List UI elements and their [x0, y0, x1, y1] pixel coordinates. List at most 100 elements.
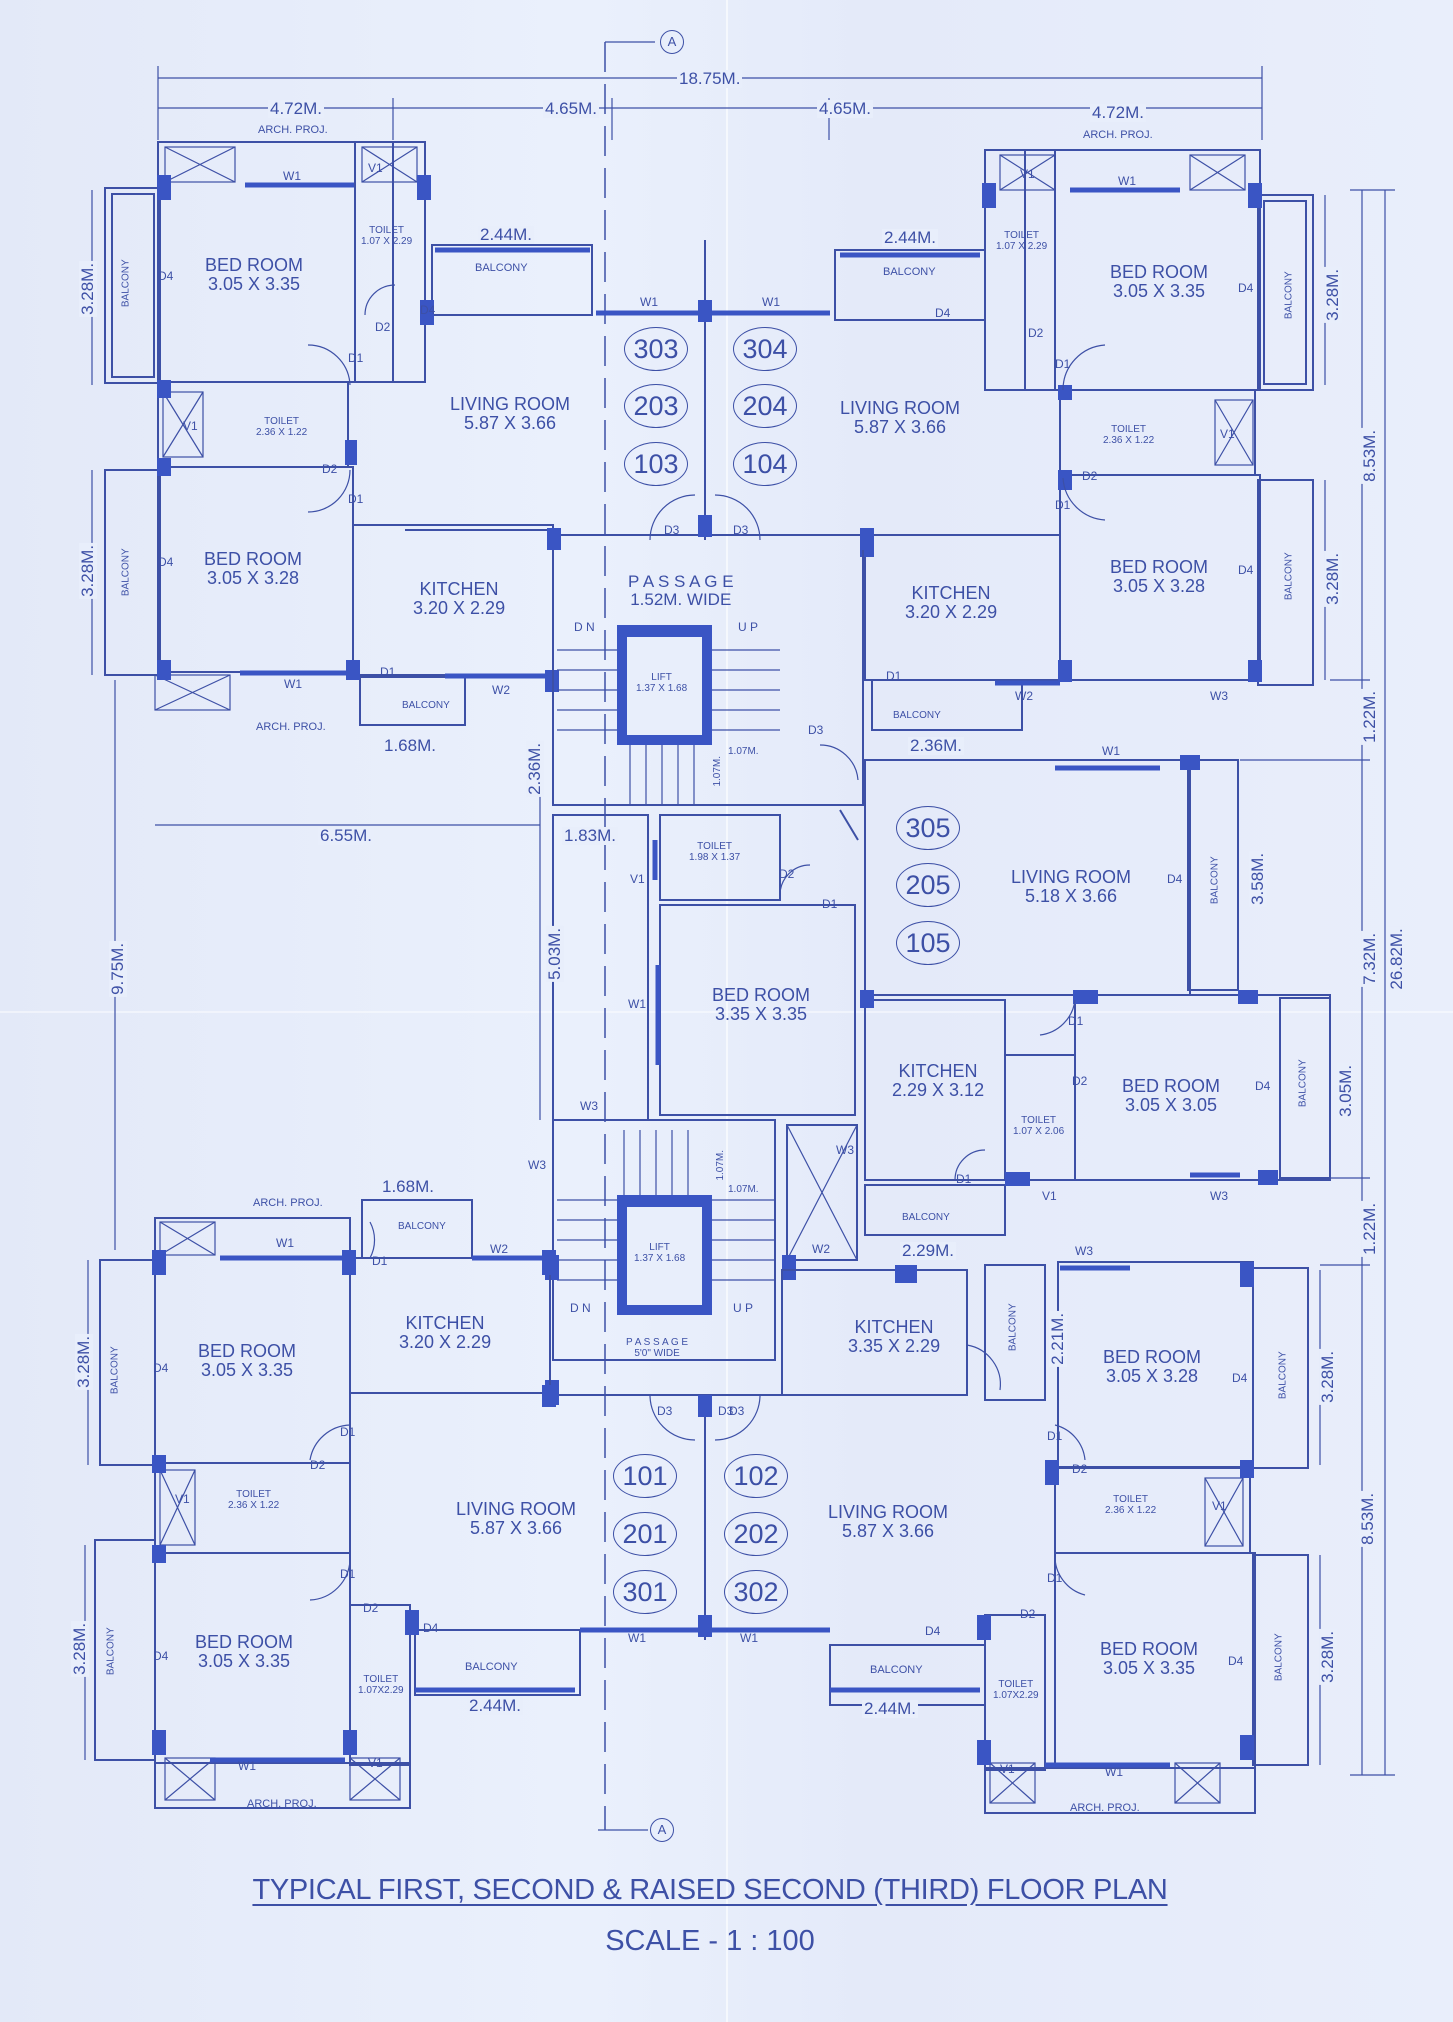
door-tag-d2: D2: [310, 1458, 326, 1472]
door-tag-d3: D3: [733, 523, 749, 537]
window-tag-v1: V1: [1020, 167, 1035, 181]
unit-number-201: 201: [613, 1512, 677, 1556]
dimension-left-balcony-2: 3.28M.: [78, 542, 98, 599]
door-tag-d1: D1: [1055, 498, 1071, 512]
room-mr-balcony-kitchen: BALCONY: [902, 1212, 950, 1223]
door-tag-d1: D1: [380, 665, 396, 679]
arch-proj-bl-upper: ARCH. PROJ.: [253, 1197, 323, 1209]
door-tag-d3: D3: [657, 1404, 673, 1418]
door-tag-d2: D2: [375, 320, 391, 334]
dimension-corridor: 1.83M.: [562, 826, 618, 845]
door-tag-d1: D1: [1047, 1429, 1063, 1443]
door-tag-d1: D1: [340, 1567, 356, 1581]
door-tag-d1: D1: [822, 897, 838, 911]
room-tr-balcony-top: BALCONY: [883, 266, 936, 278]
window-tag-w1: W1: [283, 169, 301, 183]
dimension-tl-balcony: 2.44M.: [478, 225, 534, 244]
arch-proj-tr: ARCH. PROJ.: [1083, 129, 1153, 141]
unit-number-203: 203: [624, 384, 688, 428]
window-tag-w2: W2: [812, 1242, 830, 1256]
door-tag-d1: D1: [348, 351, 364, 365]
window-tag-w3: W3: [528, 1158, 546, 1172]
window-tag-w1: W1: [628, 1631, 646, 1645]
dimension-tl-stair-height: 2.36M.: [525, 740, 545, 797]
dimension-right-upper-block: 8.53M.: [1360, 427, 1380, 484]
door-tag-d1: D1: [340, 1425, 356, 1439]
door-tag-d4: D4: [158, 269, 174, 283]
stair-top-dn: D N: [574, 620, 595, 634]
dimension-mr-block: 7.32M.: [1360, 930, 1380, 987]
dimension-br-kitchen-balcony: 2.29M.: [900, 1241, 956, 1260]
door-tag-d1: D1: [886, 669, 902, 683]
door-tag-d4: D4: [158, 555, 174, 569]
room-tl-balcony-top: BALCONY: [475, 262, 528, 274]
drawing-title: TYPICAL FIRST, SECOND & RAISED SECOND (T…: [252, 1874, 1168, 1906]
door-tag-d3: D3: [664, 523, 680, 537]
unit-number-305: 305: [896, 806, 960, 850]
dimension-tr-gap: 4.65M.: [817, 99, 873, 118]
stair-bottom-up: U P: [733, 1301, 754, 1315]
room-mr-balcony-side2: BALCONY: [1297, 1059, 1309, 1108]
door-tag-d2: D2: [779, 867, 795, 881]
dimension-right-balcony-3: 3.28M.: [1318, 1348, 1338, 1405]
window-tag-w3: W3: [1210, 689, 1228, 703]
door-tag-d3: D3: [808, 723, 824, 737]
door-tag-d4: D4: [1228, 1654, 1244, 1668]
unit-number-304: 304: [733, 327, 797, 371]
door-tag-d1: D1: [1068, 1014, 1084, 1028]
paper-fold-vertical: [726, 0, 728, 2022]
room-br-balcony-kitchen: BALCONY: [1007, 1303, 1019, 1352]
unit-number-204: 204: [733, 384, 797, 428]
door-tag-d1: D1: [372, 1254, 388, 1268]
door-tag-d3: D3: [729, 1404, 745, 1418]
unit-number-302: 302: [724, 1570, 788, 1614]
window-tag-v1: V1: [183, 419, 198, 433]
stair-top-up: U P: [738, 620, 759, 634]
section-marker-bottom: A: [650, 1818, 674, 1842]
window-tag-v1: V1: [368, 1756, 383, 1770]
room-tl-balcony-side1: BALCONY: [120, 259, 132, 308]
dimension-stair-bottom-h: 1.07M.: [728, 1184, 759, 1195]
door-tag-d4: D4: [1255, 1079, 1271, 1093]
dimension-tl-gap: 4.65M.: [543, 99, 599, 118]
window-tag-v1: V1: [630, 872, 645, 886]
window-tag-v1: V1: [1042, 1189, 1057, 1203]
dimension-tr-width: 4.72M.: [1090, 103, 1146, 122]
door-tag-d2: D2: [1072, 1074, 1088, 1088]
window-tag-w2: W2: [1015, 689, 1033, 703]
dimension-left-balcony-1: 3.28M.: [78, 260, 98, 317]
door-tag-d2: D2: [1082, 469, 1098, 483]
window-tag-w3: W3: [1075, 1244, 1093, 1258]
room-tr-balcony-side2: BALCONY: [1283, 552, 1295, 601]
door-tag-d4: D4: [1232, 1371, 1248, 1385]
door-tag-d4: D4: [925, 1624, 941, 1638]
door-tag-d1: D1: [956, 1172, 972, 1186]
unit-number-102: 102: [724, 1454, 788, 1498]
window-tag-w1: W1: [762, 295, 780, 309]
window-tag-w1: W1: [238, 1759, 256, 1773]
unit-number-301: 301: [613, 1570, 677, 1614]
door-tag-d2: D2: [322, 462, 338, 476]
door-tag-d4: D4: [153, 1361, 169, 1375]
door-tag-d4: D4: [153, 1649, 169, 1663]
arch-proj-bl: ARCH. PROJ.: [247, 1798, 317, 1810]
dimension-overall-depth: 26.82M.: [1386, 926, 1406, 992]
dimension-mr-balcony1: 3.58M.: [1248, 850, 1268, 907]
door-tag-d2: D2: [1028, 326, 1044, 340]
